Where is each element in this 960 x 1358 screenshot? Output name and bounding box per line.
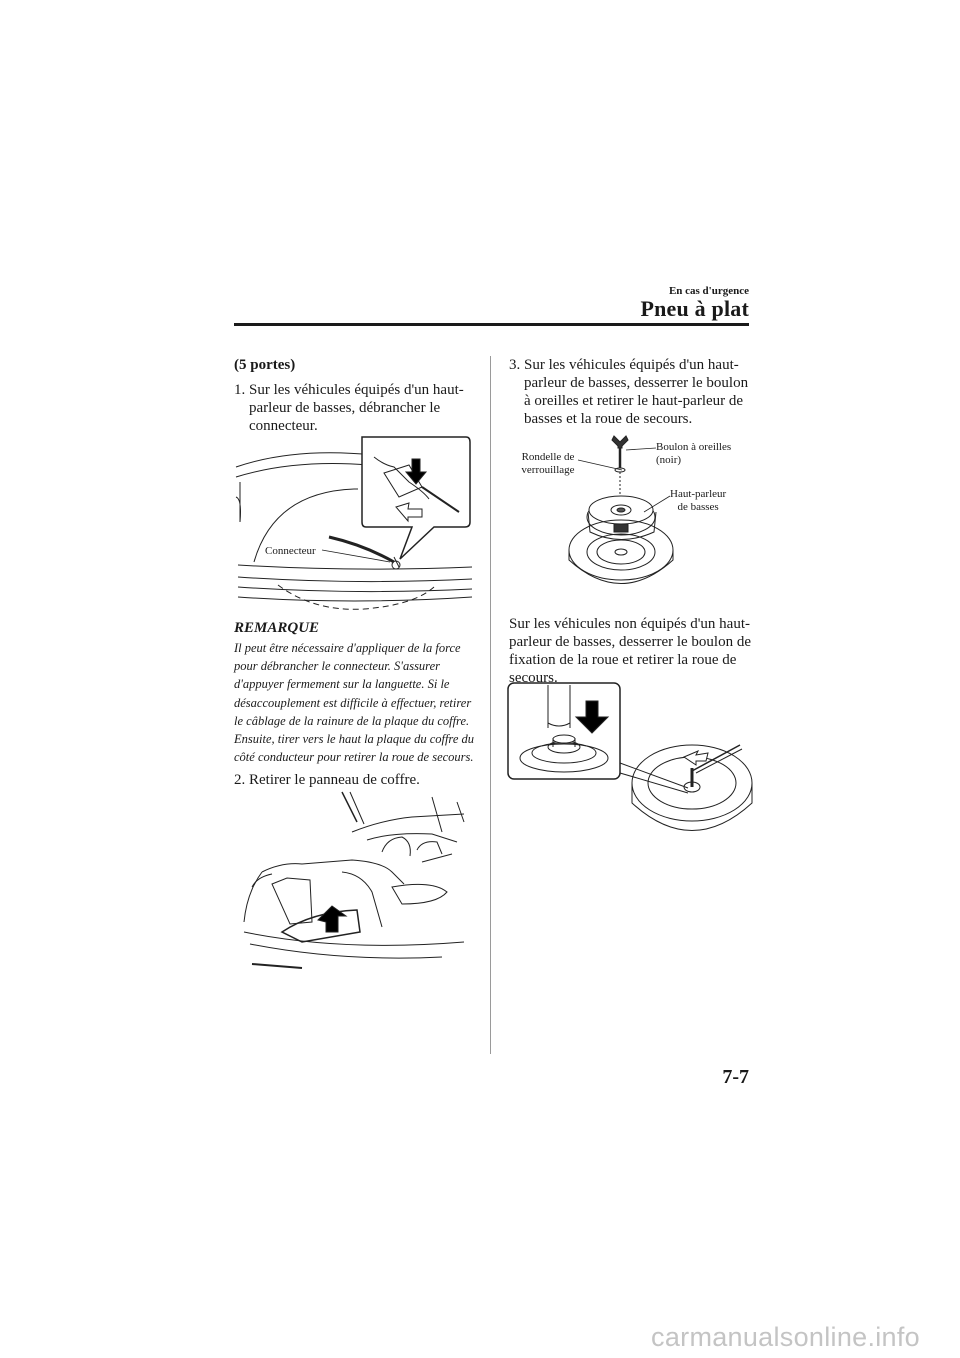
callout-subwoofer: Haut-parleur de basses	[670, 488, 726, 514]
figure-wheel-bolt	[508, 683, 748, 858]
step-1: 1. Sur les véhicules équipés d'un haut-p…	[234, 381, 474, 435]
figure-trunk-panel	[242, 792, 464, 972]
watermark: carmanualsonline.info	[651, 1322, 920, 1352]
section-label: En cas d'urgence	[668, 285, 749, 297]
callout-wing-bolt-leader	[626, 444, 656, 454]
callout-lock-washer-line2: verrouillage	[521, 464, 575, 476]
callout-lock-washer-leader	[578, 458, 623, 472]
figure-subwoofer-removal	[566, 432, 686, 602]
callout-lock-washer: Rondelle de verrouillage	[515, 451, 581, 477]
figure-subwoofer-connector	[234, 437, 474, 612]
section-title: Pneu à plat	[640, 296, 749, 321]
remark-title: REMARQUE	[234, 620, 320, 636]
callout-connector: Connecteur	[265, 545, 316, 557]
remark-body: Il peut être nécessaire d'appliquer de l…	[234, 641, 475, 765]
step-2-text: Retirer le panneau de coffre.	[249, 772, 420, 788]
step-1-text: Sur les véhicules équipés d'un haut-parl…	[249, 382, 464, 434]
callout-subwoofer-line2: de basses	[677, 501, 719, 513]
callout-wing-bolt: Boulon à oreilles (noir)	[656, 441, 731, 467]
page-number: 7-7	[722, 1066, 749, 1088]
step-3-number: 3.	[509, 357, 521, 373]
step-3: 3. Sur les véhicules équipés d'un haut-p…	[509, 356, 754, 428]
callout-lock-washer-line1: Rondelle de	[521, 451, 575, 463]
callout-wing-bolt-line2: (noir)	[656, 454, 682, 466]
paragraph-no-subwoofer: Sur les véhicules non équipés d'un haut-…	[509, 616, 751, 686]
callout-connector-leader	[322, 540, 392, 565]
header-rule	[234, 323, 749, 326]
callout-subwoofer-line1: Haut-parleur	[670, 488, 727, 500]
step-2: 2. Retirer le panneau de coffre.	[234, 771, 474, 789]
step-2-number: 2.	[234, 772, 246, 788]
subheading-5-doors: (5 portes)	[234, 357, 296, 373]
step-3-text: Sur les véhicules équipés d'un haut-parl…	[524, 357, 749, 427]
column-divider	[490, 356, 491, 1054]
step-1-number: 1.	[234, 382, 246, 398]
callout-subwoofer-leader	[644, 494, 670, 514]
callout-wing-bolt-line1: Boulon à oreilles	[656, 441, 732, 453]
